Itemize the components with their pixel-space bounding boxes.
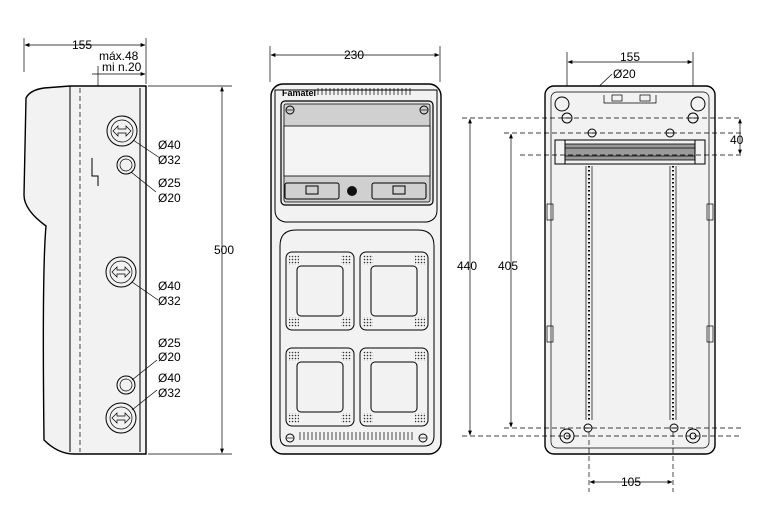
side-view: 155 máx.48 mi n.20 — [23, 38, 234, 455]
back-slot-left — [585, 166, 593, 420]
knockout-label-low2-b: Ø32 — [158, 386, 181, 400]
side-clip — [706, 203, 714, 221]
back-total-height-dimension: 440 — [457, 118, 477, 436]
front-breaker-module: Famatel — [274, 88, 438, 223]
back-total-height-label: 440 — [457, 259, 477, 273]
front-width-dimension: 230 — [269, 46, 441, 82]
knockout-label-mid1-a: Ø25 — [158, 176, 181, 190]
knockout-label-low1-b: Ø20 — [158, 350, 181, 364]
knockout-label-mid2-b: Ø32 — [158, 294, 181, 308]
mount-hole-icon — [690, 96, 706, 112]
front-view: 230 Famatel — [269, 46, 442, 455]
side-height-label: 500 — [214, 243, 234, 257]
side-wall-dimension: máx.48 mi n.20 — [92, 49, 146, 100]
knockout-label-low2-a: Ø40 — [158, 371, 181, 385]
brand-tick-strip — [317, 88, 411, 95]
screw-icon — [669, 423, 679, 433]
back-rail-height-dimension: 405 — [498, 133, 518, 428]
socket-top-right — [359, 251, 429, 331]
latch-left — [284, 182, 340, 200]
side-width-label: 155 — [72, 38, 92, 52]
side-clip — [706, 325, 714, 343]
side-knockout-large-2 — [105, 256, 137, 288]
lock-icon — [347, 186, 357, 196]
knockout-label-mid2-a: Ø40 — [158, 279, 181, 293]
back-rail-height-label: 405 — [498, 259, 518, 273]
side-min-label: mi n.20 — [102, 60, 142, 74]
din-rail — [554, 139, 706, 165]
window-pane — [283, 125, 431, 177]
front-socket-panel — [279, 229, 435, 447]
screw-icon — [418, 433, 428, 443]
knockout-label-top-b: Ø32 — [158, 153, 181, 167]
back-rail-spacing-dimension: 105 — [589, 475, 673, 489]
back-slot-right — [669, 166, 677, 420]
side-knockout-small-1 — [116, 155, 136, 175]
back-view: 155 Ø20 — [457, 50, 744, 492]
bottom-tick-strip — [299, 432, 413, 440]
back-rail-offset-dimension: 40 — [730, 118, 744, 155]
socket-bottom-right — [359, 347, 429, 427]
socket-bottom-left — [285, 347, 355, 427]
side-height-dimension: 500 — [148, 85, 234, 455]
back-rail-spacing-label: 105 — [621, 475, 641, 489]
back-width-label: 155 — [620, 50, 640, 64]
side-knockout-large-3 — [105, 402, 137, 434]
latch-right — [371, 182, 427, 200]
back-rail-offset-label: 40 — [730, 133, 744, 147]
back-housing — [544, 85, 716, 455]
socket-top-left — [285, 251, 355, 331]
screw-icon — [285, 433, 295, 443]
side-clip — [546, 325, 554, 343]
side-width-dimension: 155 — [23, 38, 147, 84]
knockout-label-low1-a: Ø25 — [158, 336, 181, 350]
knockout-label-top-a: Ø40 — [158, 138, 181, 152]
screw-icon — [285, 105, 295, 115]
back-hole-label: Ø20 — [613, 67, 636, 81]
front-width-label: 230 — [344, 48, 364, 62]
brand-label: Famatel — [282, 88, 316, 98]
screw-icon — [419, 105, 429, 115]
side-knockout-small-2 — [116, 375, 136, 395]
side-knockout-large-1 — [106, 115, 138, 147]
mount-hole-icon — [554, 96, 570, 112]
side-max-label: máx.48 — [99, 49, 139, 63]
side-housing — [23, 85, 147, 455]
side-clip — [546, 203, 554, 221]
knockout-label-mid1-b: Ø20 — [158, 191, 181, 205]
